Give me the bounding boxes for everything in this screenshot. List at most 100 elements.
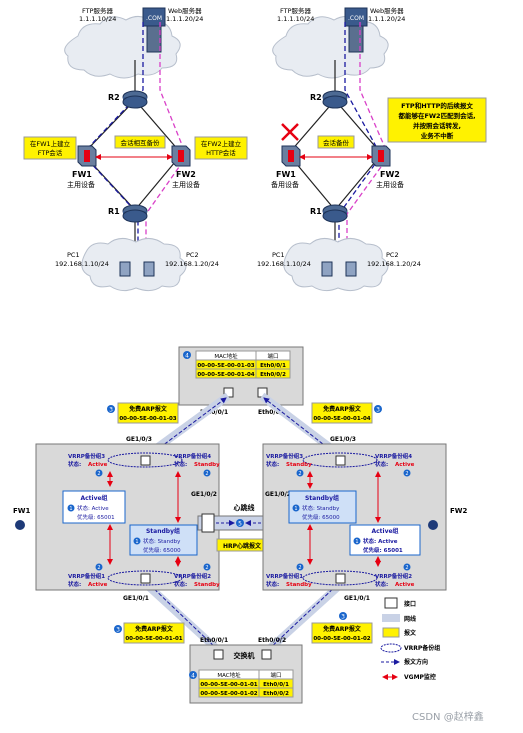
fw2-standby-state: 状态: Standby xyxy=(302,504,340,512)
top-mac-row2: 00-00-5E-00-01-04 xyxy=(197,372,254,378)
garp-br-title: 免费ARP报文 xyxy=(323,625,362,633)
svg-text:.COM: .COM xyxy=(146,15,162,22)
fw2-note-line2-right: 都能够在FW2匹配到会话, xyxy=(397,111,475,120)
fw1-v3-state-label: 状态: xyxy=(68,460,81,468)
fw1-role-right: 备用设备 xyxy=(271,180,299,189)
fw2-note-line1: 在FW2上建立 xyxy=(201,139,242,148)
svg-text:2: 2 xyxy=(405,471,408,477)
fw1-ge-mid: GE1/0/2 xyxy=(191,491,217,498)
heartbeat-badge: 5 xyxy=(238,521,242,528)
fw2-label: FW2 xyxy=(176,170,196,179)
pc2-ip: 192.168.1.20/24 xyxy=(165,260,219,268)
garp-bl-title: 免费ARP报文 xyxy=(135,625,174,633)
top-switch-port-left: Eth0/0/1 xyxy=(200,409,228,416)
garp-tr-title: 免费ARP报文 xyxy=(323,405,362,413)
firewall-fw2-icon xyxy=(171,145,191,167)
fw2-note-line4-right: 业务不中断 xyxy=(421,131,454,140)
firewall-fw1-icon xyxy=(77,145,97,167)
fw2-v1-state: Standby xyxy=(286,582,312,588)
r1-label: R1 xyxy=(108,207,120,216)
legend-direction: 报文方向 xyxy=(404,658,428,666)
top-port-row2: Eth0/0/2 xyxy=(260,372,286,378)
fw2-v3-state: Standby xyxy=(286,462,312,468)
fw2-ge-bottom: GE1/0/1 xyxy=(344,595,370,602)
cloud-top-right xyxy=(272,16,389,79)
fw1-ge-bottom: GE1/0/1 xyxy=(123,595,149,602)
bottom-mac-header: MAC地址 xyxy=(217,671,241,679)
fw2-name: FW2 xyxy=(450,507,468,515)
fw1-active-prio: 优先级: 65001 xyxy=(77,513,115,521)
fw1-name: FW1 xyxy=(13,507,31,515)
top-switch-badge: 4 xyxy=(185,353,189,360)
router-r1-icon xyxy=(122,204,148,223)
fw1-note-line1: 在FW1上建立 xyxy=(30,139,71,148)
r2-label: R2 xyxy=(108,93,120,102)
fw1-v3-state: Active xyxy=(88,462,108,468)
fw1-active-state: 状态: Active xyxy=(77,504,109,512)
fw2-note-line2: HTTP会话 xyxy=(206,148,236,157)
garp-tr-badge: 3 xyxy=(376,407,380,414)
hrp-label: HRP心跳报文 xyxy=(223,542,262,550)
fw1-note-line2: FTP会话 xyxy=(38,148,63,157)
bottom-vrrp-scenario: 4 MAC地址 端口 00-00-5E-00-01-03 Eth0/0/1 00… xyxy=(13,346,468,704)
fw1-v2-state-label: 状态: xyxy=(174,580,187,588)
svg-text:1: 1 xyxy=(294,506,297,512)
router-r1-icon-right xyxy=(322,204,348,223)
legend-packet: 报文 xyxy=(404,629,417,637)
garp-tl-title: 免费ARP报文 xyxy=(129,405,168,413)
fw1-v1-state-label: 状态: xyxy=(68,580,81,588)
fail-cross-icon xyxy=(281,123,299,141)
pc1-label: PC1 xyxy=(67,251,80,259)
bottom-mac-row1: 00-00-5E-00-01-01 xyxy=(200,682,257,688)
fw2-active-prio: 优先级: 65001 xyxy=(363,546,403,554)
fw1-v4-state-label: 状态: xyxy=(174,460,187,468)
svg-text:2: 2 xyxy=(97,565,100,571)
svg-text:2: 2 xyxy=(298,565,301,571)
top-right-scenario: .COM FTP服务器 1.1.1.10/24 Web服务器 1.1.1.20/… xyxy=(257,6,487,292)
ftp-server-ip: 1.1.1.10/24 xyxy=(79,15,116,23)
fw1-standby-state: 状态: Standby xyxy=(143,537,181,545)
fw2-v4-state: Active xyxy=(395,462,415,468)
session-sync-label: 会话相互备份 xyxy=(121,138,161,147)
pc2-icon xyxy=(143,261,155,277)
session-backup-label: 会话备份 xyxy=(323,138,350,147)
web-server-ip-right: 1.1.1.20/24 xyxy=(368,15,405,23)
svg-text:1: 1 xyxy=(135,539,138,545)
svg-text:2: 2 xyxy=(405,565,408,571)
fw1-role: 主用设备 xyxy=(67,180,95,189)
legend-port: 接口 xyxy=(403,600,416,608)
svg-text:2: 2 xyxy=(97,471,100,477)
pc1-ip: 192.168.1.10/24 xyxy=(55,260,109,268)
fw2-ge-mid: GE1/0/2 xyxy=(265,491,291,498)
fw2-active-group-title: Active组 xyxy=(371,527,398,535)
fw1-v3-name: VRRP备份组3 xyxy=(68,452,105,460)
fw1-v1-name: VRRP备份组1 xyxy=(68,572,105,580)
fw1-standby-group-title: Standby组 xyxy=(146,527,180,535)
legend-cable: 网线 xyxy=(404,615,416,623)
pc2-label-right: PC2 xyxy=(386,251,399,259)
legend-vrrp: VRRP备份组 xyxy=(404,644,440,652)
pc2-label: PC2 xyxy=(186,251,199,259)
fw2-label-right: FW2 xyxy=(380,170,400,179)
bottom-switch-port-right: Eth0/0/2 xyxy=(258,637,286,644)
fw2-v3-state-label: 状态: xyxy=(266,460,279,468)
fw1-label-right: FW1 xyxy=(276,170,296,179)
ftp-server-ip-right: 1.1.1.10/24 xyxy=(277,15,314,23)
fw2-note-line1-right: FTP和HTTP的后续报文 xyxy=(401,101,473,110)
fw2-role-right: 主用设备 xyxy=(376,180,404,189)
server-com-icon: .COM xyxy=(142,7,166,53)
bottom-port-row1: Eth0/0/1 xyxy=(263,682,289,688)
fw2-note-line3-right: 并按照会话转发, xyxy=(413,121,461,130)
fw1-active-group-title: Active组 xyxy=(80,494,107,502)
fw1-label: FW1 xyxy=(72,170,92,179)
cloud-bottom xyxy=(81,238,187,292)
fw2-v4-name: VRRP备份组4 xyxy=(375,452,412,460)
svg-text:2: 2 xyxy=(298,471,301,477)
fw2-v3-name: VRRP备份组3 xyxy=(266,452,303,460)
cloud-bottom-right xyxy=(283,238,389,292)
bottom-switch-badge: 4 xyxy=(191,673,195,680)
bottom-switch-port-left: Eth0/0/1 xyxy=(200,637,228,644)
fw1-v2-name: VRRP备份组2 xyxy=(174,572,211,580)
fw2-v2-state-label: 状态: xyxy=(375,580,388,588)
